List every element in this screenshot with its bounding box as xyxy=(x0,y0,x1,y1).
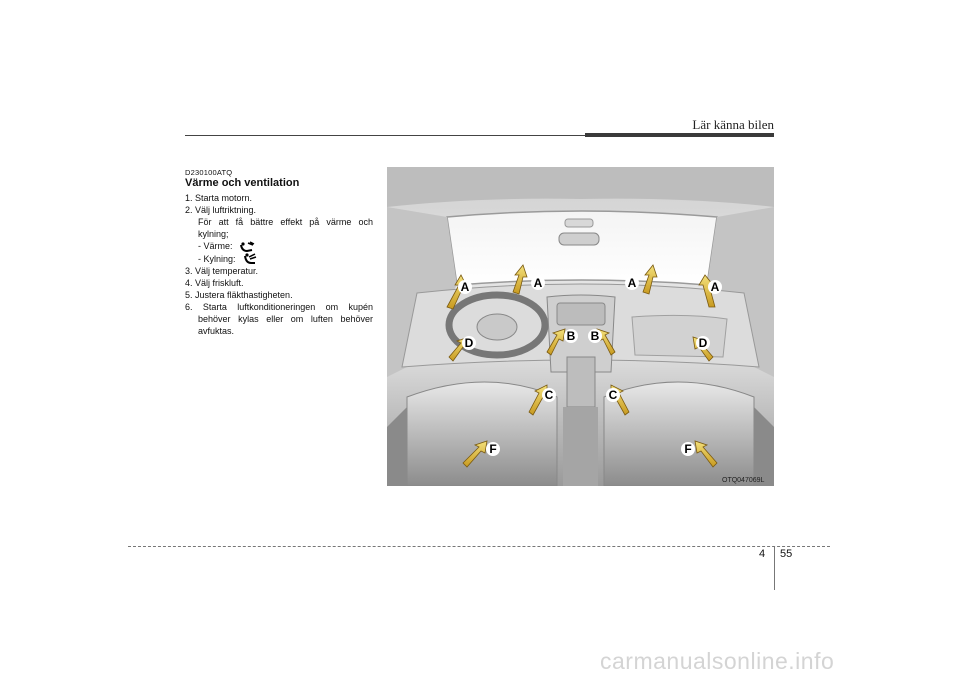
step-4: 4. Välj friskluft. xyxy=(185,278,244,289)
vent-label-f-left: F xyxy=(489,442,496,456)
vent-label-b-left: B xyxy=(567,329,576,343)
heating-row: - Värme: xyxy=(185,240,373,253)
vent-label-f-right: F xyxy=(684,442,691,456)
vent-label-a-center-left: A xyxy=(534,276,543,290)
floor-vent-icon xyxy=(240,240,255,252)
vent-label-d-right: D xyxy=(699,336,708,350)
step-1: 1. Starta motorn. xyxy=(185,193,253,203)
step-6: 6. Starta luftkonditioneringen om kupén xyxy=(185,302,373,313)
dashboard-illustration: A A A A B B D D C C F F xyxy=(387,167,774,486)
step-6-cont-2: avfuktas. xyxy=(198,326,235,337)
article-heading: Värme och ventilation xyxy=(185,177,300,189)
section-title: Lär känna bilen xyxy=(692,117,774,132)
page-number: 55 xyxy=(780,548,793,560)
header-rule xyxy=(185,135,585,136)
steps-list: 1. Starta motorn. 2. Välj luftriktning. … xyxy=(185,192,373,337)
step-2-note: För att få bättre effekt på värme och xyxy=(198,217,373,227)
cooling-row: - Kylning: xyxy=(185,253,373,266)
step-3: 3. Välj temperatur. xyxy=(185,266,259,277)
vent-label-a-center-right: A xyxy=(628,276,637,290)
heating-label: - Värme: xyxy=(198,241,233,251)
vent-label-d-left: D xyxy=(465,336,474,350)
vent-label-b-right: B xyxy=(591,329,600,343)
vent-label-c-right: C xyxy=(609,388,618,402)
step-5: 5. Justera fläkthastigheten. xyxy=(185,290,293,301)
cooling-label: - Kylning: xyxy=(198,253,236,264)
chapter-number: 4 xyxy=(759,548,766,560)
face-vent-icon xyxy=(244,253,257,265)
figure-code: OTQ047069L xyxy=(722,477,765,484)
dashboard-drawing: A A A A B B D D C C F F xyxy=(387,167,774,486)
footer-divider xyxy=(774,546,775,590)
step-2: 2. Välj luftriktning. xyxy=(185,205,257,215)
watermark: carmanualsonline.info xyxy=(600,648,835,674)
article-code: D230100ATQ xyxy=(185,168,233,177)
footer-rule xyxy=(128,546,830,547)
header-rule-accent xyxy=(585,133,774,137)
step-2-note-cont: kylning; xyxy=(198,229,229,239)
step-6-cont: behöver kylas eller om luften behöver xyxy=(198,314,373,325)
vent-label-c-left: C xyxy=(545,388,554,402)
vent-label-a-left: A xyxy=(461,280,470,294)
vent-label-a-right: A xyxy=(711,280,720,294)
